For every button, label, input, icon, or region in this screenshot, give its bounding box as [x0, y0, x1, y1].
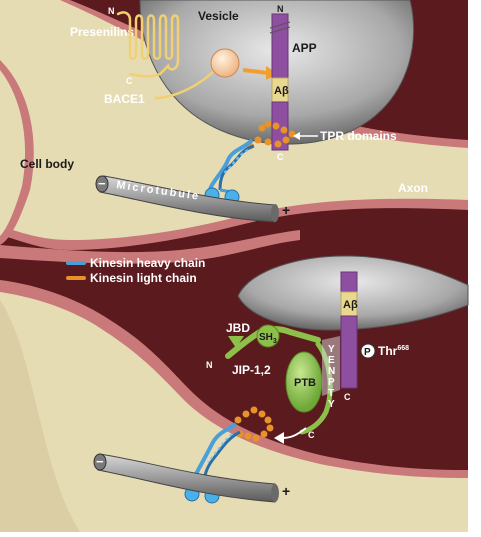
- microtubule-top-minus: −: [98, 176, 106, 191]
- microtubule-top: [95, 175, 279, 223]
- jbd-domain: [228, 336, 244, 348]
- bace1-arrow: [242, 68, 269, 75]
- yenpty-y2: Y: [328, 399, 335, 410]
- presenilin-n-terminus: N: [108, 6, 115, 16]
- app-top-extracellular: [271, 13, 289, 83]
- axon-label: Axon: [398, 181, 428, 195]
- microtubule-bottom: [93, 453, 279, 503]
- cell-body-label: Cell body: [20, 157, 74, 171]
- ptb-label: PTB: [294, 377, 316, 389]
- legend-heavy-chain-label: Kinesin heavy chain: [90, 256, 205, 270]
- cell-membrane-middle: [0, 230, 300, 264]
- bace1-label: BACE1: [104, 92, 145, 106]
- app-bottom-cytoplasmic: [340, 315, 358, 389]
- phospho-symbol: P: [364, 347, 371, 358]
- yenpty-n: N: [328, 366, 335, 377]
- presenilin-c-terminus: C: [126, 76, 133, 86]
- jip-c-terminus: C: [308, 430, 315, 440]
- bace1-tether: [154, 69, 216, 100]
- sh3-domain: [256, 324, 280, 348]
- app-bottom-c-terminus: C: [344, 392, 351, 402]
- yenpty-y1: Y: [328, 344, 335, 355]
- yenpty-motif: Y E N P T Y: [328, 344, 335, 410]
- app-label: APP: [292, 41, 317, 55]
- legend-light-chain-label: Kinesin light chain: [90, 271, 197, 285]
- microtubule-bottom-plus: +: [282, 483, 290, 499]
- thr-label: Thr668: [378, 344, 409, 358]
- yenpty-t: T: [328, 388, 334, 399]
- sh3-label: SH3: [259, 332, 277, 345]
- presenilin-protein: [116, 11, 180, 78]
- kinesin-heavy-chain-top: [204, 138, 255, 205]
- presenilins-label: Presenilins: [70, 25, 134, 39]
- yenpty-e: E: [328, 355, 335, 366]
- microtubule-top-plus: +: [282, 202, 290, 218]
- app-bottom-extracellular: [340, 271, 358, 293]
- bace1-enzyme: [210, 48, 240, 78]
- legend: Kinesin heavy chain Kinesin light chain: [66, 256, 205, 285]
- abeta-bottom-label: Aβ: [343, 299, 358, 311]
- jip-n-terminus: N: [206, 360, 213, 370]
- abeta-top-label: Aβ: [274, 85, 289, 97]
- light-chain-bottom: [234, 406, 274, 442]
- phospho-site: [360, 343, 376, 359]
- microtubule-bottom-minus: −: [96, 454, 104, 469]
- jip-label: JIP-1,2: [232, 363, 271, 377]
- app-top-c-terminus: C: [277, 152, 284, 162]
- yenpty-p: P: [328, 377, 335, 388]
- tpr-domains-label: TPR domains: [320, 129, 397, 143]
- vesicle-label: Vesicle: [198, 9, 239, 23]
- app-top-n-terminus: N: [277, 4, 284, 14]
- jbd-label: JBD: [226, 321, 250, 335]
